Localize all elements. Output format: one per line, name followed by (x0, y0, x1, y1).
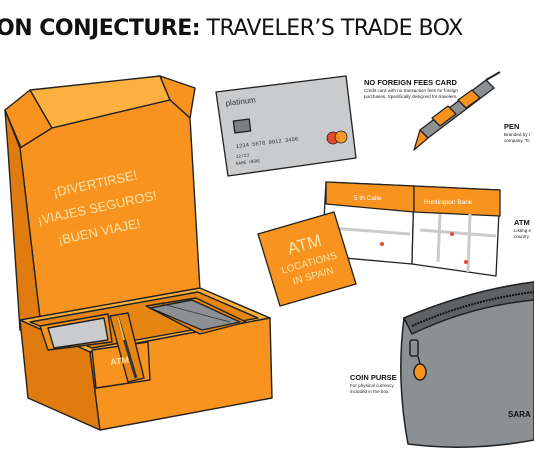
map-label-street: 5 th Calle (354, 195, 382, 202)
atm-desc-line-1: Listing e (514, 228, 532, 233)
signature: SARA (508, 410, 531, 419)
credit-card (215, 75, 357, 177)
card-expiry: 12/23 (236, 152, 250, 160)
title-regular: TRAVELER’S TRADE BOX (200, 16, 464, 41)
trade-box (4, 75, 273, 431)
page-title: ON CONJECTURE: TRAVELER’S TRADE BOX (0, 16, 463, 41)
card-desc: Credit card with no transaction fees for… (364, 88, 458, 99)
pen-desc-line-1: Branded by t (504, 132, 531, 137)
coin-purse-desc: For physical currency included in the bo… (350, 383, 420, 395)
atm-label: ATM (514, 218, 530, 227)
atm-desc-line-2: country (514, 234, 530, 239)
coin-purse-label: COIN PURSE (350, 373, 397, 382)
box-atm-text: ATM (110, 355, 130, 368)
title-bold: ON CONJECTURE: (0, 16, 201, 41)
card-name: NAME HERE (236, 158, 261, 167)
pen-desc-line-2: company. To (504, 138, 530, 143)
atm-card (257, 211, 357, 307)
coin-purse-desc-line-2: included in the box. (350, 389, 390, 394)
map-label-bank: Huntington Bank (424, 199, 473, 206)
coin-purse (400, 281, 534, 448)
pen-label: PEN (504, 122, 520, 131)
atm-map (321, 181, 501, 277)
card-label: NO FOREIGN FEES CARD (364, 78, 457, 87)
pen-desc: Branded by t company. To (504, 132, 534, 144)
card-brand: platinum (225, 95, 256, 108)
pen (413, 71, 501, 151)
atm-desc: Listing e country (514, 228, 534, 240)
coin-purse-desc-line-1: For physical currency (350, 383, 394, 388)
